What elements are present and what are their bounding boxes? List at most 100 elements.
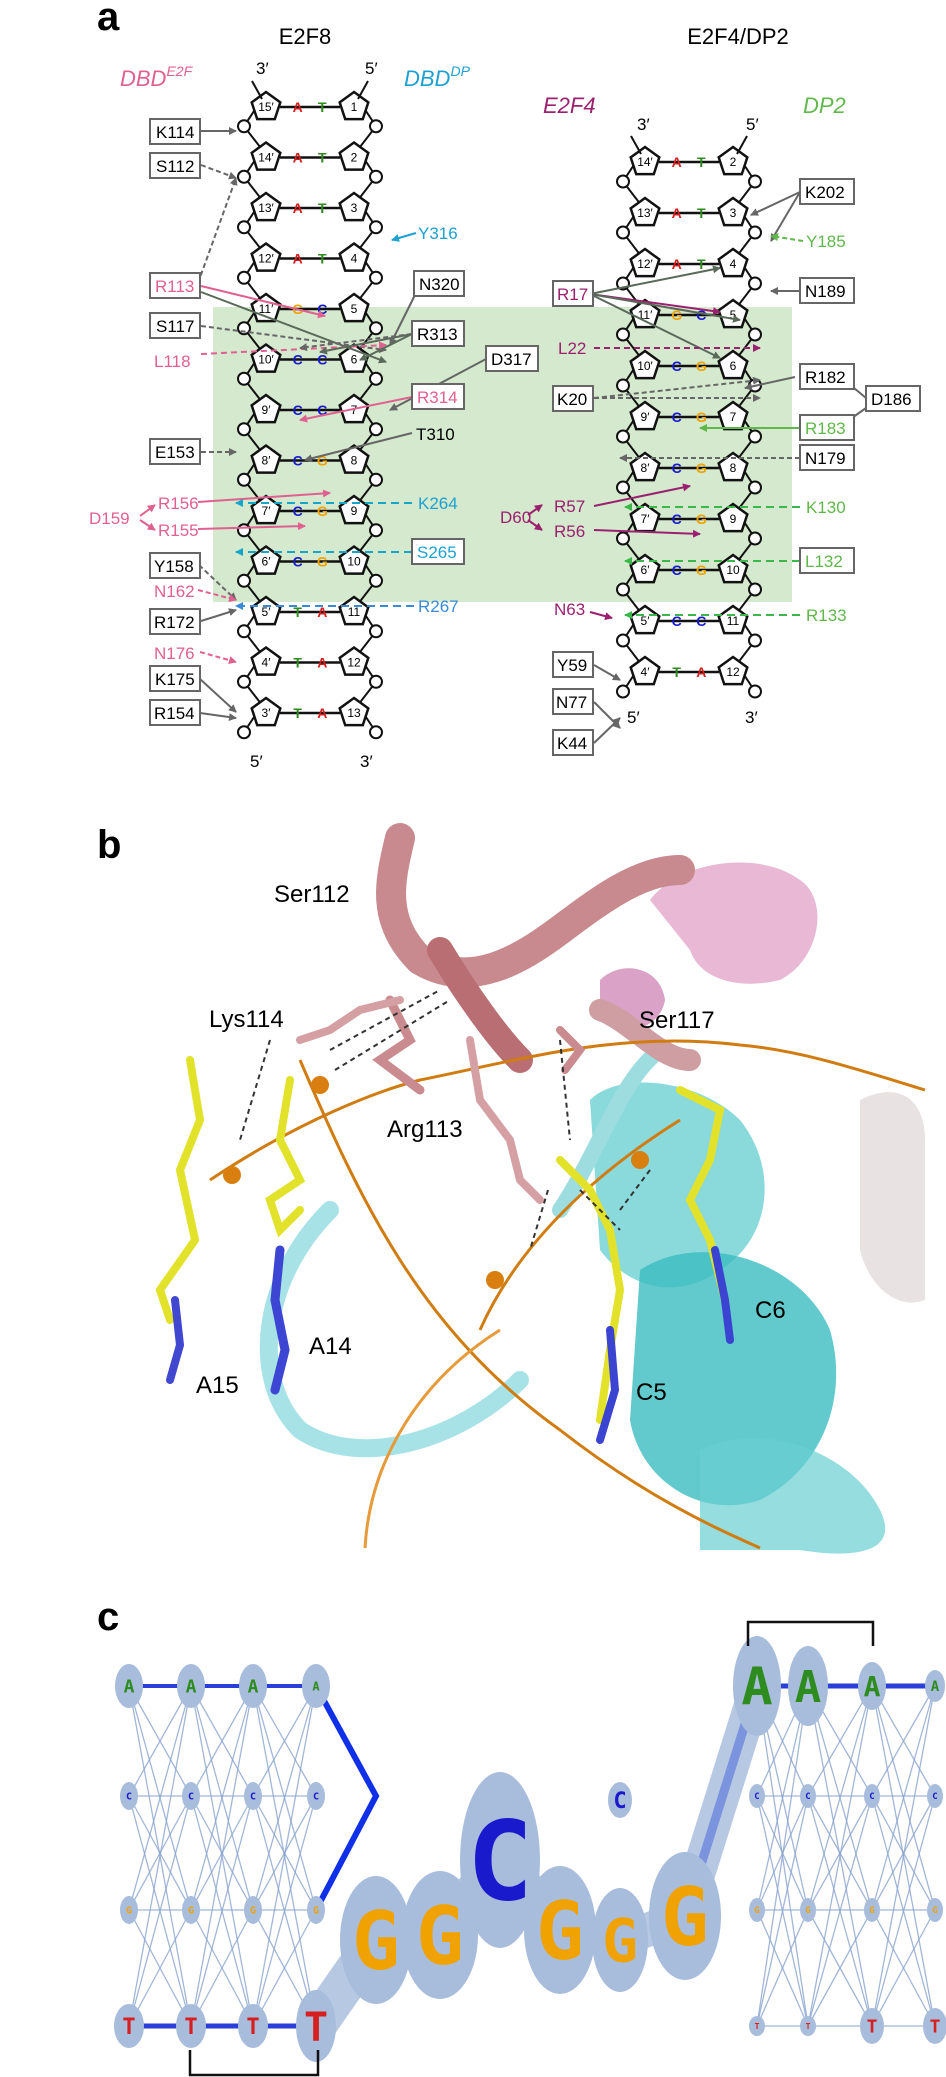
sugar-pentagon: [250, 696, 282, 727]
nucleotide-number: 5′: [641, 614, 651, 628]
sugar-pentagon: [338, 342, 370, 373]
residue-label: R113: [155, 277, 194, 296]
nucleotide-number: 12′: [637, 257, 653, 271]
logo-letter: C: [613, 1789, 626, 1814]
sugar-pentagon: [338, 544, 370, 575]
residue-label: S112: [156, 157, 194, 176]
phosphate-node: [616, 225, 630, 240]
sugar-pentagon: [250, 494, 282, 525]
logo-node: [239, 1664, 267, 1708]
nucleotide-number: 11′: [259, 302, 274, 316]
base-letter: T: [293, 655, 302, 671]
nucleotide-number: 3: [351, 201, 358, 215]
base-letter: C: [293, 503, 303, 519]
logo-letter: G: [754, 1906, 759, 1916]
logo-letter: A: [186, 1676, 197, 1697]
backbone-strand: [621, 153, 643, 693]
sugar-pentagon: [250, 544, 282, 575]
backbone-strand: [735, 153, 757, 693]
logo-letter: A: [312, 1679, 320, 1693]
base-letter: G: [696, 358, 707, 374]
end-label: 3′: [256, 59, 269, 78]
nucleotide-number: 2: [351, 151, 358, 165]
logo-letter: C: [313, 1792, 319, 1803]
logo-letter: C: [869, 1792, 874, 1802]
nucleotide-c5: C5: [636, 1379, 667, 1406]
logo-node: [307, 1896, 325, 1924]
residue-label: D186: [871, 390, 912, 409]
logo-edge: [871, 1685, 936, 2027]
base-letter: G: [317, 453, 328, 469]
residue-label: N179: [805, 449, 846, 468]
logo-node: [864, 1898, 880, 1922]
nucleotide-number: 8′: [262, 454, 272, 468]
title-e2f8: E2F8: [279, 24, 332, 49]
base-letter: G: [696, 511, 707, 527]
residue-label: N176: [154, 644, 195, 663]
sugar-pentagon: [717, 502, 749, 533]
base-letter: T: [293, 604, 302, 620]
base-letter: A: [293, 99, 303, 115]
phosphate-node: [369, 624, 383, 639]
nucleotide-number: 11: [348, 605, 361, 619]
residue-label: R133: [806, 606, 847, 625]
nucleotide-number: 10: [726, 563, 740, 577]
logo-node: [925, 1670, 945, 1702]
nucleotide-number: 10′: [637, 359, 653, 373]
residue-label: L132: [805, 552, 843, 571]
logo-node: [340, 1876, 412, 2004]
logo-edge: [807, 1795, 873, 2027]
nucleotide-number: 7: [351, 403, 358, 417]
logo-edge: [756, 1685, 809, 2027]
base-letter: C: [696, 307, 706, 323]
logo-node: [307, 1782, 325, 1810]
logo-letter: G: [126, 1906, 132, 1917]
end-label: 5′: [365, 59, 378, 78]
residue-label: N189: [805, 282, 846, 301]
phosphate-node: [748, 531, 762, 546]
sugar-pentagon: [250, 90, 282, 121]
phosphate-node: [616, 582, 630, 597]
logo-node: [858, 1662, 886, 1710]
logo-letter: A: [931, 1679, 940, 1695]
logo-edge: [252, 1685, 317, 2027]
residue-label: R172: [154, 613, 195, 632]
logo-node: [238, 2004, 268, 2048]
phosphate-node: [237, 371, 251, 386]
strand-end: [357, 80, 369, 100]
residue-label: K130: [806, 498, 846, 517]
residue-label: R182: [805, 368, 846, 387]
bracket-right: [746, 1620, 875, 1646]
logo-node: [749, 2016, 765, 2036]
nucleotide-number: 9: [730, 512, 737, 526]
panel-a: a E2F8 E2F4/DP2 DBDE2F DBDDP E2F4 DP2 15…: [89, 0, 921, 771]
base-letter: C: [672, 613, 682, 629]
phosphate-node: [369, 220, 383, 235]
title-e2f4-dp2: E2F4/DP2: [687, 24, 789, 49]
sugar-pentagon: [250, 241, 282, 272]
logo-node: [296, 1990, 336, 2062]
phosphate-node: [237, 523, 251, 538]
logo-edge: [871, 1685, 936, 1911]
logo-node: [592, 1888, 648, 1992]
nucleotide-number: 10: [347, 555, 361, 569]
residue-label: D159: [89, 509, 130, 528]
sugar-pentagon: [250, 191, 282, 222]
sugar-pentagon: [717, 400, 749, 431]
nucleotide-number: 12′: [258, 252, 274, 266]
residue-label: R156: [158, 494, 199, 513]
logo-edge: [807, 1685, 873, 1797]
logo-node: [749, 1784, 765, 1808]
logo-node: [788, 1646, 828, 1726]
phosphate-node: [748, 582, 762, 597]
phosphate-node: [616, 684, 630, 699]
base-letter: T: [293, 705, 302, 721]
nucleotide-a15: A15: [196, 1372, 239, 1399]
logo-node: [733, 1636, 781, 1736]
logo-node: [864, 1784, 880, 1808]
nucleotide-number: 6: [351, 353, 358, 367]
residue-label: Y316: [418, 224, 458, 243]
phosphate-node: [369, 119, 383, 134]
logo-letter: G: [250, 1906, 256, 1917]
base-letter: A: [293, 251, 303, 267]
